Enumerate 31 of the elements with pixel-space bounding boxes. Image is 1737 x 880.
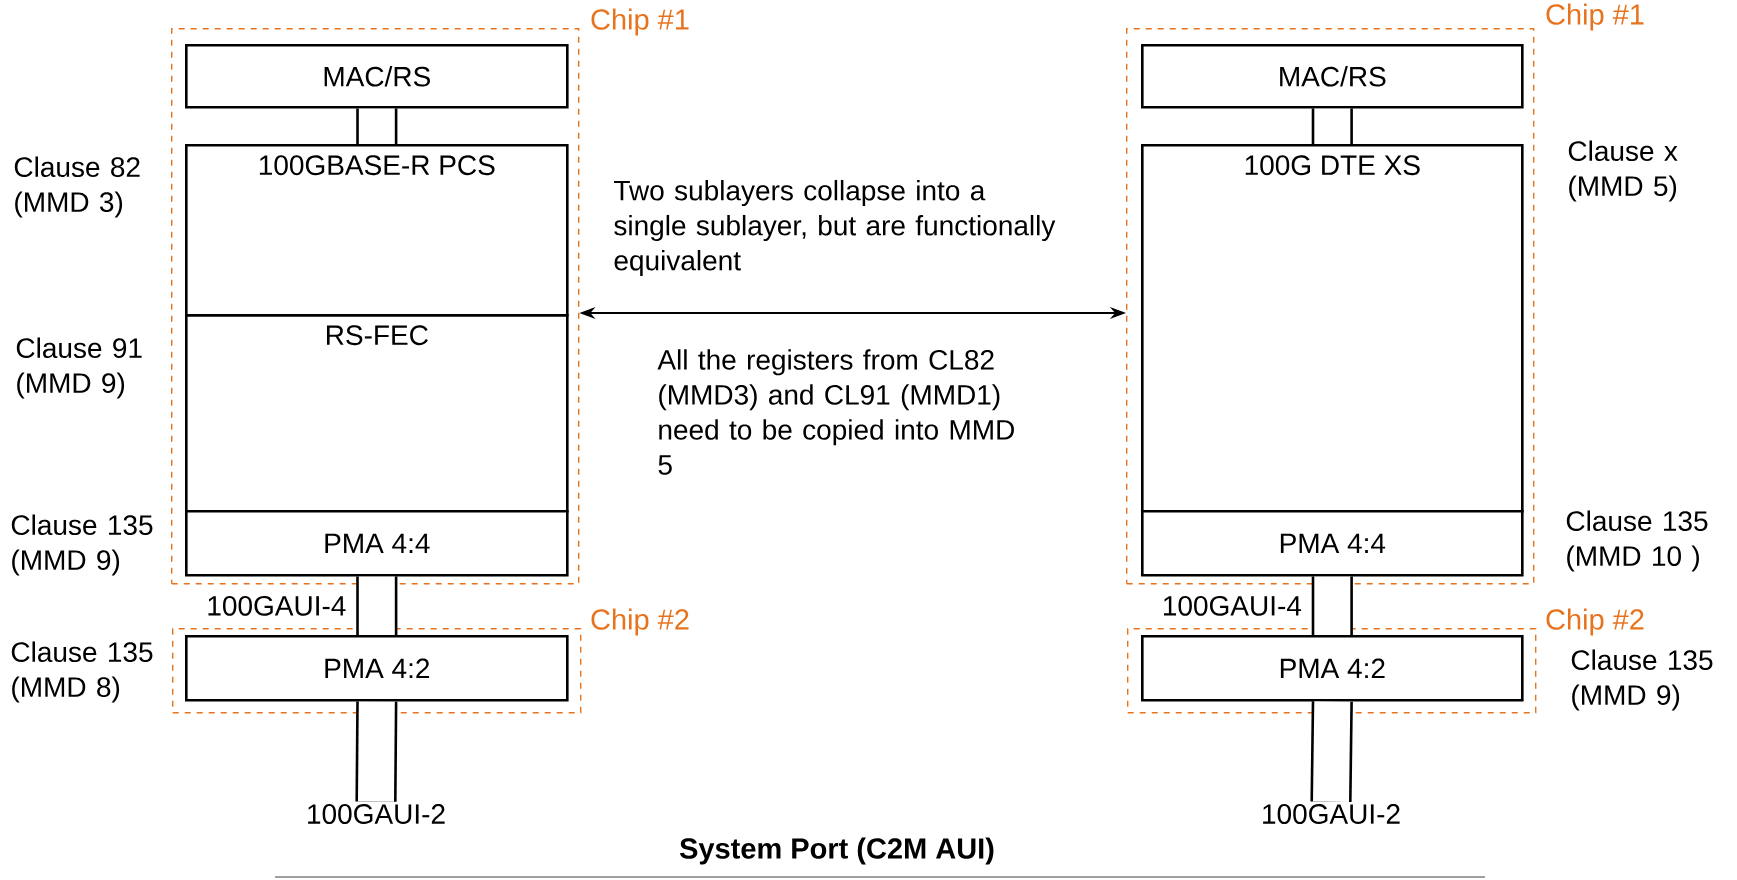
interface-label: 100GAUI-2	[1263, 804, 1400, 824]
chip-heading: Chip #1	[1546, 3, 1644, 31]
layer-box: PMA 4:2	[1141, 635, 1524, 702]
layer-box: MAC/RS	[1141, 44, 1524, 109]
clause-label: Clause 91 (MMD 9)	[16, 337, 142, 399]
clause-label: Clause x (MMD 5)	[1568, 140, 1678, 202]
chip-heading: Chip #2	[591, 608, 689, 636]
layer-box: PMA 4:4	[1141, 510, 1524, 577]
chip-heading: Chip #1	[591, 8, 689, 36]
clause-label: Clause 135 (MMD 8)	[11, 641, 153, 703]
edge-label: 100GAUI-4	[1159, 593, 1304, 618]
interface-link	[356, 108, 398, 144]
interface-link	[356, 576, 398, 635]
interface-link	[1310, 701, 1353, 802]
clause-label: Clause 135 (MMD 9)	[11, 514, 153, 576]
layer-box: PMA 4:2	[185, 635, 569, 702]
interface-label: 100GAUI-2	[308, 804, 445, 824]
note-text: All the registers from CL82 (MMD3) and CL91 (MMD1) need to be copied into MMD 5	[657, 349, 1014, 475]
clause-label: Clause 82 (MMD 3)	[14, 156, 140, 218]
interface-link	[1311, 576, 1353, 635]
layer-box: PMA 4:4	[185, 510, 569, 577]
port-title: System Port (C2M AUI)	[679, 837, 994, 865]
layer-box: 100GBASE-R PCS	[185, 144, 569, 317]
note-text: Two sublayers collapse into a single sublayer, but are functionally equivalent	[614, 179, 1056, 277]
interface-link	[1311, 108, 1353, 144]
chip-heading: Chip #2	[1546, 608, 1644, 636]
edge-label: 100GAUI-4	[204, 593, 349, 618]
interface-link	[355, 701, 398, 802]
clause-label: Clause 135 (MMD 10 )	[1566, 510, 1708, 572]
clause-label: Clause 135 (MMD 9)	[1571, 649, 1713, 711]
layer-box: MAC/RS	[185, 44, 569, 109]
